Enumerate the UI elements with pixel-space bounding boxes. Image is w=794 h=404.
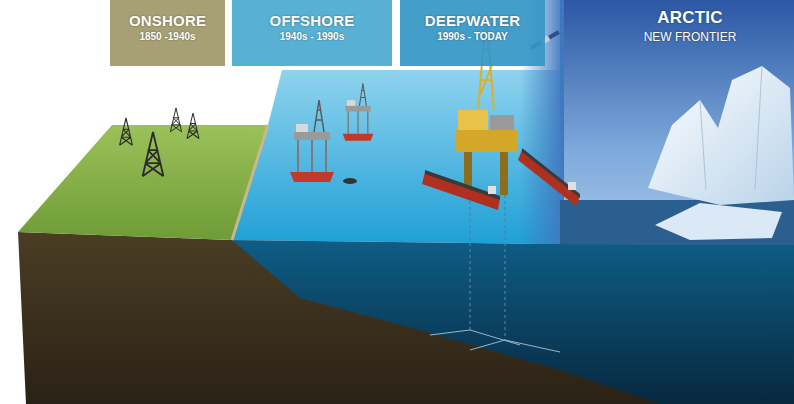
arctic-sea <box>560 200 794 250</box>
era-header: OFFSHORE 1940s - 1990s <box>232 0 392 66</box>
era-header: ARCTIC NEW FRONTIER <box>605 4 775 56</box>
era-title: DEEPWATER <box>400 12 545 29</box>
era-dates: 1850 -1940s <box>110 31 225 42</box>
onshore-derricks <box>120 108 199 176</box>
tanker <box>518 148 580 206</box>
era-title: OFFSHORE <box>232 12 392 29</box>
era-dates: 1940s - 1990s <box>232 31 392 42</box>
tanker <box>422 170 500 210</box>
arctic-sky <box>560 0 794 250</box>
land-surface <box>18 125 268 240</box>
coastline <box>232 125 268 240</box>
offshore-rigs <box>290 83 373 184</box>
era-title: ARCTIC <box>605 8 775 28</box>
era-header: ONSHORE 1850 -1940s <box>110 0 225 66</box>
soil-section <box>18 232 660 404</box>
era-header: DEEPWATER 1990s - TODAY <box>400 0 545 66</box>
icebergs <box>648 66 794 240</box>
era-title: ONSHORE <box>110 12 225 29</box>
era-dates: 1990s - TODAY <box>400 31 545 42</box>
era-dates: NEW FRONTIER <box>605 30 775 44</box>
